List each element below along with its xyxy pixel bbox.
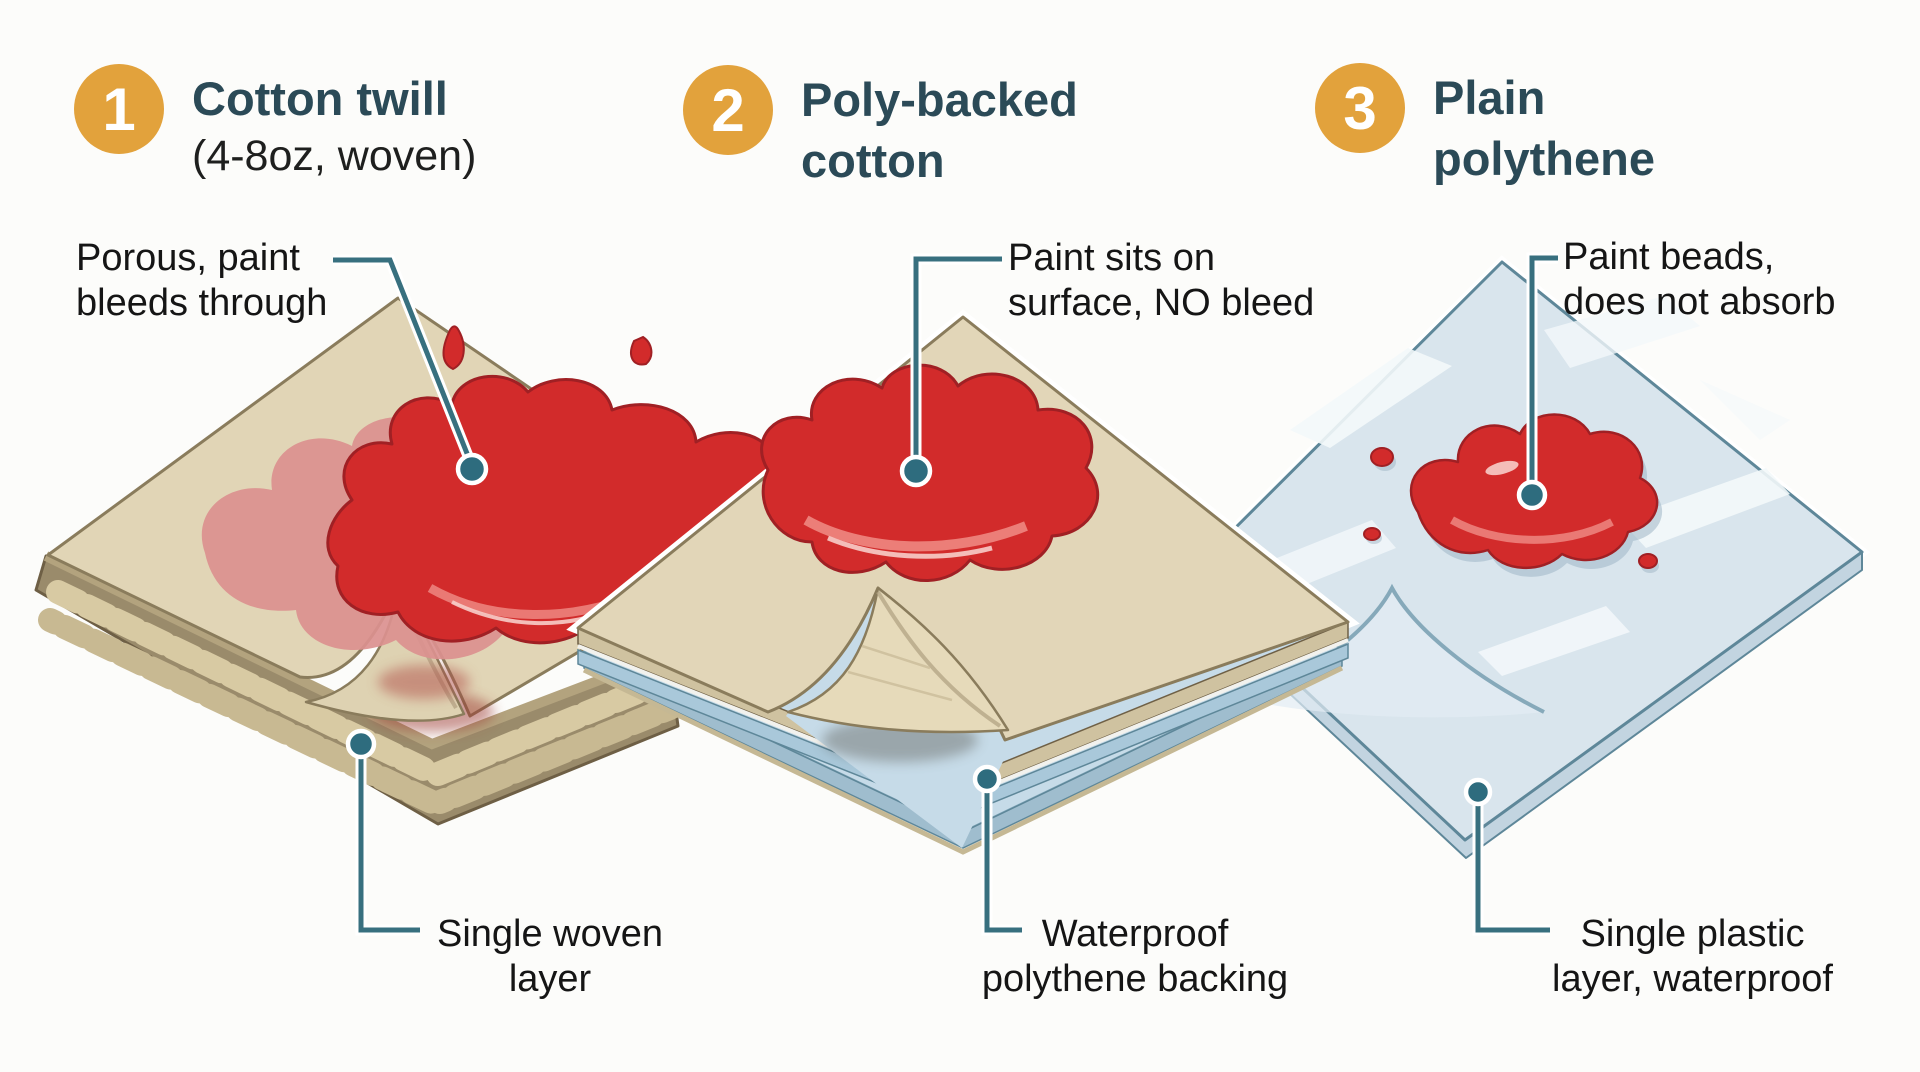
callout-dot [1463, 777, 1493, 807]
splat-sheen [1485, 460, 1519, 476]
heading-cotton-twill: 1 Cotton twill (4-8oz, woven) [74, 64, 476, 185]
pointer-backing [984, 781, 1022, 933]
step-badge-2: 2 [683, 65, 773, 155]
callout-line: Paint sits on [1008, 237, 1215, 279]
callout-line: polythene backing [981, 957, 1289, 1000]
callout-no-bleed: Paint sits on surface, NO bleed [1008, 236, 1314, 326]
heading-text: Cotton twill (4-8oz, woven) [192, 68, 476, 185]
heading-text: Plain polythene [1433, 67, 1655, 189]
callout-line: Single plastic [1580, 913, 1805, 955]
callout-line: Porous, paint [76, 237, 300, 279]
backing-underline [582, 665, 1344, 855]
splat-sheen [827, 535, 993, 559]
step-badge-1: 1 [74, 64, 164, 154]
sheet-cotton-twill [34, 296, 782, 826]
paint-droplet [630, 335, 653, 366]
callout-dot [455, 452, 489, 486]
paint-droplet [1638, 553, 1658, 569]
crinkle-highlight [1700, 380, 1790, 440]
callout-dot [1516, 479, 1548, 511]
callout-line: layer [508, 957, 592, 1000]
heading-subtitle: (4-8oz, woven) [192, 132, 477, 181]
peel-region [1246, 588, 1544, 718]
callout-line: does not absorb [1563, 280, 1836, 323]
callout-dot [899, 454, 933, 488]
pointer-beads [1529, 255, 1558, 492]
heading-poly-backed-cotton: 2 Poly-backed cotton [683, 65, 1078, 191]
pointer-woven-layer [358, 746, 420, 933]
weave-row [38, 608, 448, 816]
weave-row [426, 670, 674, 786]
callout-pointers [333, 252, 1558, 936]
callout-line: Single woven [436, 913, 664, 955]
weave-row [428, 696, 682, 814]
callout-waterproof-backing: Waterproof polythene backing [940, 912, 1330, 1002]
paint-droplet [1363, 527, 1381, 541]
heading-title-line1: Plain [1433, 71, 1546, 124]
splat-gloss [1450, 516, 1614, 544]
splat-gloss [803, 515, 1028, 552]
peeled-corner [786, 586, 1010, 734]
callout-line: surface, NO bleed [1008, 281, 1315, 324]
bleed-smear [378, 665, 470, 699]
crinkle-highlight [1290, 348, 1452, 448]
sheet-plain-polythene [1177, 255, 1871, 859]
heading-title-line1: Poly-backed [801, 73, 1078, 126]
flap-crease [876, 590, 1002, 728]
pointer-lines [333, 255, 1558, 933]
heading-plain-polythene: 3 Plain polythene [1315, 63, 1655, 189]
heading-text: Poly-backed cotton [801, 69, 1078, 191]
crinkle-highlight [1620, 468, 1790, 548]
callout-single-woven-layer: Single woven layer [410, 912, 690, 1002]
callout-line: Waterproof [1041, 913, 1229, 955]
pointer-plastic-layer [1475, 794, 1550, 933]
callout-dot [345, 728, 377, 760]
flap-texture [847, 644, 953, 702]
crinkle-highlight [1544, 296, 1700, 368]
callout-paint-beads: Paint beads, does not absorb [1563, 235, 1836, 325]
step-badge-3: 3 [1315, 63, 1405, 153]
callout-line: bleeds through [76, 281, 328, 324]
pointer-dots [345, 452, 1548, 807]
callout-dot [972, 764, 1002, 794]
heading-title-line2: cotton [801, 134, 945, 188]
paint-droplet [1370, 447, 1394, 467]
paint-droplet [442, 325, 465, 371]
pointer-porous [333, 257, 475, 467]
heading-title-line2: polythene [1433, 132, 1655, 186]
heading-title: Cotton twill [192, 72, 448, 125]
pointer-no-bleed [913, 256, 1002, 468]
callout-single-plastic-layer: Single plastic layer, waterproof [1495, 912, 1890, 1002]
crinkle-highlight [1478, 606, 1630, 676]
callout-line: Paint beads, [1563, 236, 1775, 278]
fabric-edge-strip [43, 551, 670, 750]
callout-line: layer, waterproof [1552, 957, 1833, 1000]
sheet-poly-backed-cotton [566, 309, 1360, 855]
crinkle-highlight [1262, 520, 1396, 590]
callout-porous-bleeds: Porous, paint bleeds through [76, 236, 327, 326]
